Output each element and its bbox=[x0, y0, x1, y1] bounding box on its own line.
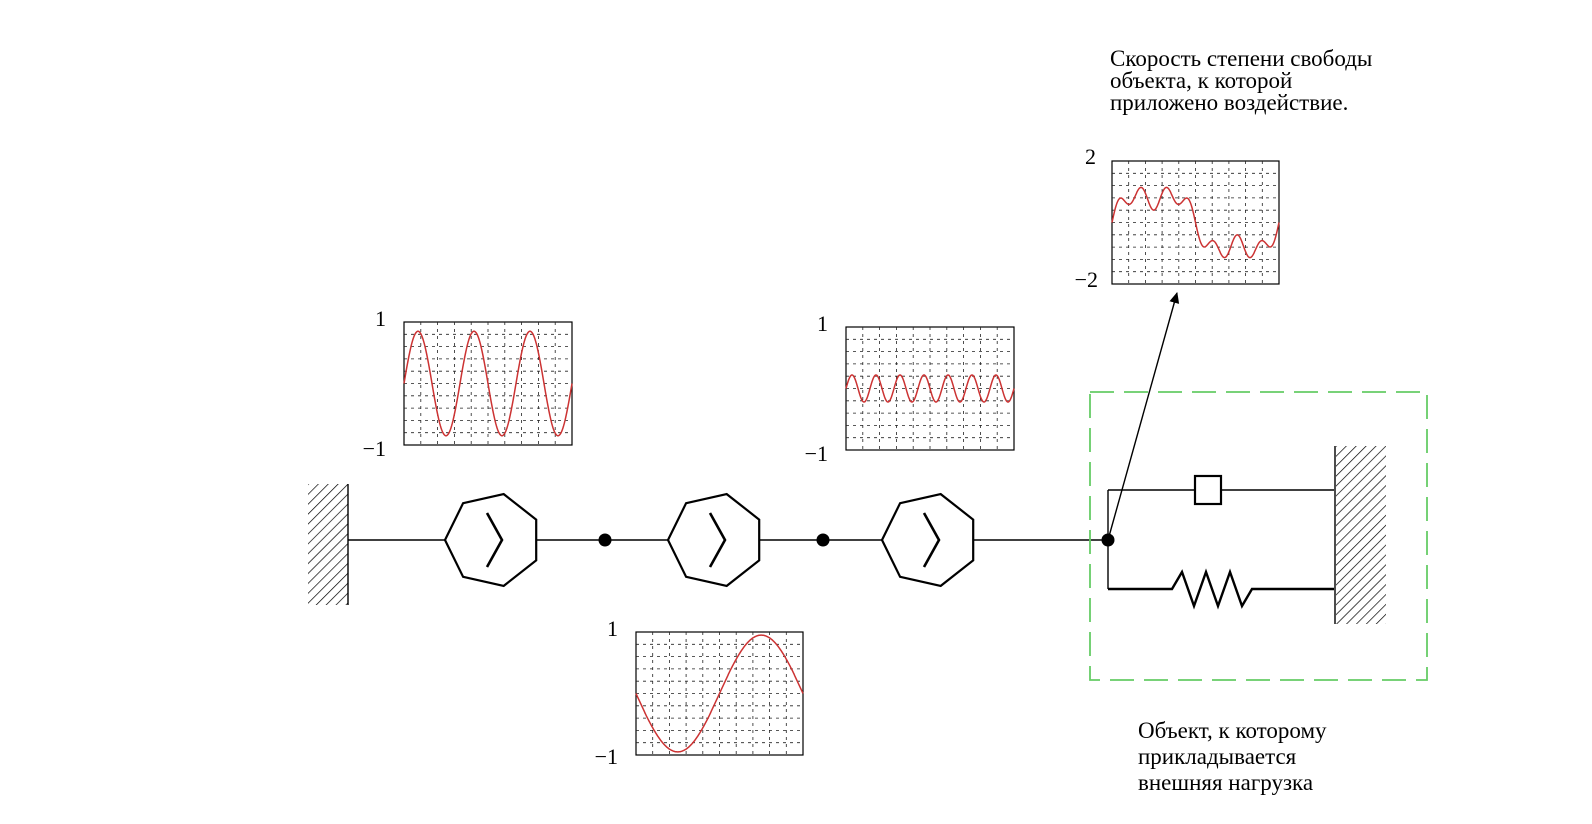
object-caption-line-2: прикладывается bbox=[1138, 744, 1297, 769]
velocity-caption: Скорость степени свободы объекта, к кото… bbox=[1110, 46, 1372, 115]
hatched-wall-icon bbox=[1336, 446, 1386, 624]
source-outline bbox=[880, 492, 975, 588]
arrow-icon bbox=[1107, 292, 1180, 541]
heptagon-source-icon bbox=[443, 492, 538, 588]
plot-object-velocity: 2 −2 bbox=[1075, 144, 1280, 292]
object-frame bbox=[1089, 391, 1428, 681]
plot-source-2-signal: 1 −1 bbox=[805, 311, 1015, 466]
plot-source-3-signal: 1 −1 bbox=[595, 616, 804, 769]
object-caption-line-1: Объект, к которому bbox=[1138, 718, 1327, 743]
hatched-wall-icon bbox=[308, 484, 348, 605]
heptagon-source-icon bbox=[880, 492, 975, 588]
spring-icon bbox=[1108, 568, 1334, 610]
plot-series-line bbox=[403, 330, 573, 437]
damper-icon bbox=[1193, 474, 1223, 506]
velocity-caption-line-3: приложено воздействие. bbox=[1110, 90, 1348, 115]
velocity-caption-line-2: объекта, к которой bbox=[1110, 68, 1292, 93]
plot-ymin-label: −2 bbox=[1075, 267, 1098, 292]
plot-series-line bbox=[635, 634, 804, 753]
source-outline bbox=[443, 492, 538, 588]
plot-source-1-signal: 1 −1 bbox=[363, 306, 573, 461]
plot-ymin-label: −1 bbox=[363, 436, 386, 461]
plot-ymin-label: −1 bbox=[595, 744, 618, 769]
source-chevron bbox=[485, 512, 504, 568]
excitation-sources bbox=[443, 492, 975, 588]
plot-ymax-label: 1 bbox=[607, 616, 618, 641]
node-dot-icon bbox=[598, 533, 612, 547]
source-chevron bbox=[708, 512, 727, 568]
velocity-caption-line-1: Скорость степени свободы bbox=[1110, 46, 1372, 71]
plot-ymax-label: 2 bbox=[1085, 144, 1096, 169]
heptagon-source-icon bbox=[666, 492, 761, 588]
plot-series-line bbox=[1111, 186, 1280, 259]
source-chevron bbox=[922, 512, 941, 568]
node-dot-icon bbox=[816, 533, 830, 547]
plot-ymax-label: 1 bbox=[817, 311, 828, 336]
plot-ymax-label: 1 bbox=[375, 306, 386, 331]
source-outline bbox=[666, 492, 761, 588]
plot-ymin-label: −1 bbox=[805, 441, 828, 466]
object-caption-line-3: внешняя нагрузка bbox=[1138, 770, 1313, 795]
plot-series-line bbox=[845, 374, 1015, 403]
left-wall bbox=[308, 484, 349, 605]
object-caption: Объект, к которому прикладывается внешня… bbox=[1138, 718, 1327, 795]
loaded-object bbox=[1089, 391, 1428, 681]
